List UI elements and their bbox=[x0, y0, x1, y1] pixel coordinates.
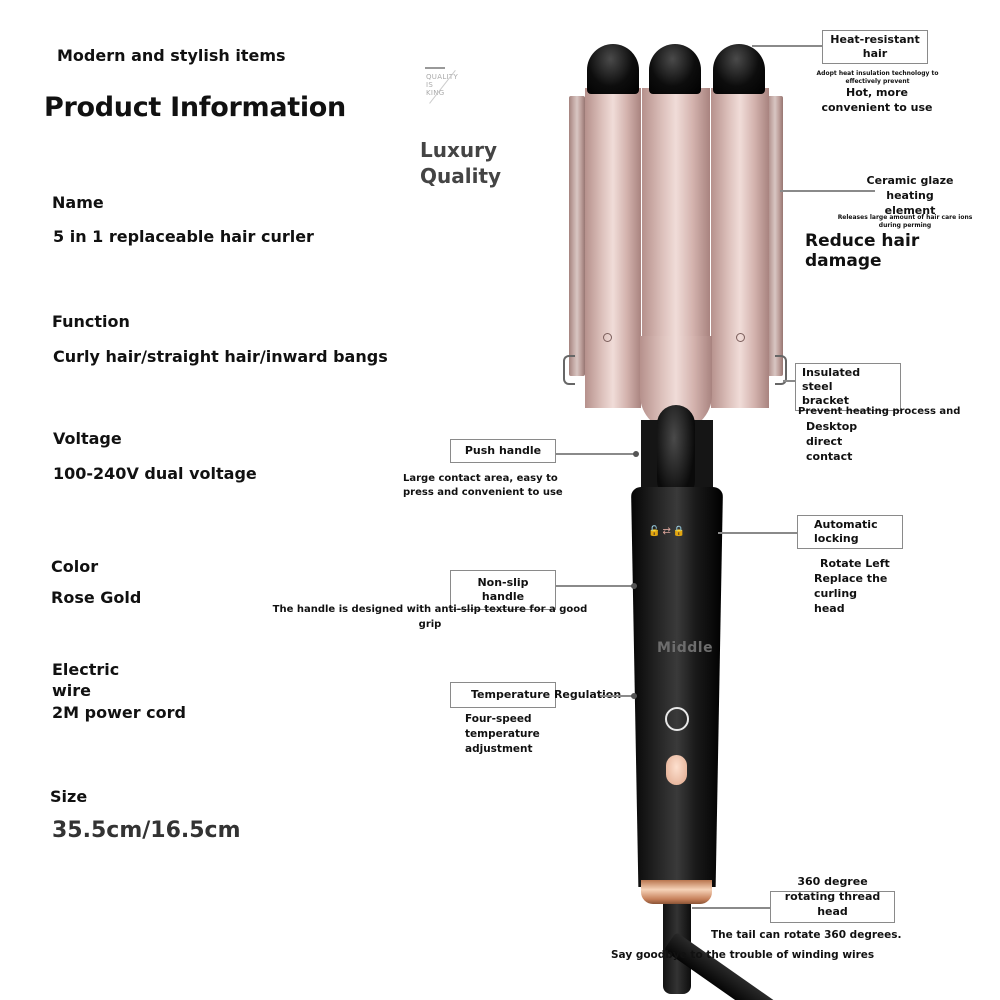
callout-dot bbox=[633, 451, 639, 457]
barrel-right bbox=[711, 88, 769, 408]
rotating-head-description-1: The tail can rotate 360 degrees. bbox=[711, 929, 902, 941]
callout-box-rotating-head bbox=[770, 891, 895, 923]
barrel-cap-right bbox=[713, 44, 765, 94]
automatic-locking-description: Rotate Left Replace the curling head bbox=[814, 557, 890, 615]
lock-indicator-icons: 🔓⇄🔒 bbox=[648, 526, 688, 537]
luxury-quality-heading: Luxury Quality bbox=[420, 138, 502, 188]
non-slip-description: The handle is designed with anti-slip te… bbox=[272, 604, 588, 630]
power-cord bbox=[663, 931, 800, 1000]
callout-non-slip-handle: Non-slip handle bbox=[450, 570, 556, 610]
callout-line bbox=[556, 453, 636, 455]
callout-temperature-regulation: Temperature Regulation bbox=[450, 682, 621, 708]
callout-insulated-bracket: Insulated steel bracket bbox=[795, 363, 901, 411]
callout-line bbox=[600, 695, 634, 697]
handle-body bbox=[631, 487, 723, 887]
callout-rotating-thread-head: 360 degree rotating thread head bbox=[784, 875, 881, 918]
rotating-head-description-2: Say goodbye to the trouble of winding wi… bbox=[611, 949, 875, 961]
push-handle-lever bbox=[657, 405, 695, 500]
tagline: Modern and stylish items bbox=[57, 46, 286, 65]
callout-line bbox=[780, 190, 875, 192]
spec-value-voltage: 100-240V dual voltage bbox=[53, 464, 257, 483]
temperature-description: Four-speed temperature adjustment bbox=[465, 713, 540, 755]
reduce-hair-damage-text: Reduce hair damage bbox=[805, 231, 920, 271]
spec-value-size: 35.5cm/16.5cm bbox=[52, 818, 241, 843]
callout-automatic-locking: Automatic locking bbox=[797, 515, 903, 549]
copper-end-ring bbox=[641, 880, 712, 904]
steel-bracket-left bbox=[563, 355, 575, 385]
barrel-cap-left bbox=[587, 44, 639, 94]
spec-value-electric-wire: 2M power cord bbox=[52, 703, 186, 722]
collar bbox=[641, 420, 713, 500]
callout-heat-resistant: Heat-resistant hair bbox=[822, 30, 928, 64]
callout-ceramic-glaze: Ceramic glaze heating element bbox=[866, 174, 954, 217]
curler-neck bbox=[640, 336, 712, 431]
side-plate-left bbox=[569, 96, 585, 376]
screw-icon bbox=[736, 333, 745, 342]
barrel-cap-middle bbox=[649, 44, 701, 94]
spec-value-function: Curly hair/straight hair/inward bangs bbox=[53, 347, 388, 366]
bracket-description: Prevent heating process and Desktop dire… bbox=[798, 406, 961, 463]
spec-label-name: Name bbox=[52, 193, 104, 212]
spec-label-color: Color bbox=[51, 557, 99, 576]
spec-label-voltage: Voltage bbox=[53, 429, 122, 448]
screw-icon bbox=[603, 333, 612, 342]
callout-dot bbox=[631, 583, 637, 589]
heat-resistant-fine-print: Adopt heat insulation technology to effe… bbox=[816, 70, 939, 85]
callout-line bbox=[556, 585, 634, 587]
badge-bar bbox=[425, 67, 445, 69]
callout-line bbox=[718, 532, 798, 534]
ceramic-fine-print: Releases large amount of hair care ions … bbox=[837, 214, 973, 229]
spec-label-electric-wire: Electric wire bbox=[52, 660, 120, 700]
power-button bbox=[665, 707, 689, 731]
spec-value-name: 5 in 1 replaceable hair curler bbox=[53, 227, 314, 246]
temperature-display: Middle bbox=[657, 640, 714, 656]
temperature-button bbox=[666, 755, 687, 785]
barrel-left bbox=[585, 88, 641, 408]
callout-dot bbox=[631, 693, 637, 699]
quality-is-king-badge: QUALITY IS KING bbox=[426, 73, 459, 97]
callout-line bbox=[752, 45, 822, 47]
page-title: Product Information bbox=[44, 92, 346, 123]
spec-value-color: Rose Gold bbox=[51, 588, 142, 607]
spec-label-function: Function bbox=[52, 312, 130, 331]
side-plate-right bbox=[767, 96, 783, 376]
spec-label-size: Size bbox=[50, 787, 88, 806]
barrel-middle bbox=[642, 88, 710, 338]
push-handle-description: Large contact area, easy to press and co… bbox=[403, 473, 563, 498]
callout-push-handle: Push handle bbox=[450, 439, 556, 463]
callout-line bbox=[692, 907, 770, 909]
heat-resistant-description: Hot, more convenient to use bbox=[821, 86, 933, 114]
callout-line bbox=[783, 380, 795, 382]
